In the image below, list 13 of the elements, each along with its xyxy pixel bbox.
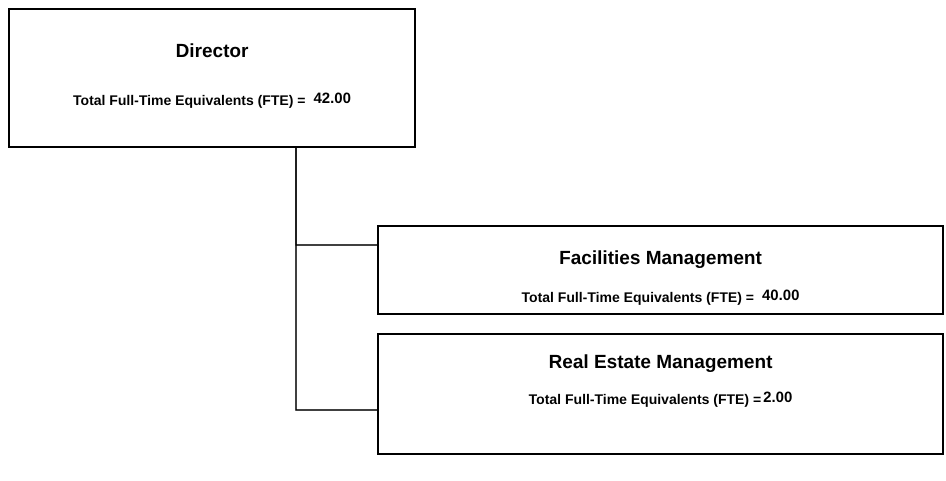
box-title: Real Estate Management <box>548 351 772 375</box>
org-box <box>8 8 416 148</box>
box-title: Facilities Management <box>559 247 762 271</box>
fte-label: Total Full-Time Equivalents (FTE) = <box>73 90 306 110</box>
fte-value: 42.00 <box>313 89 351 109</box>
connector-line <box>295 148 377 411</box>
fte-label: Total Full-Time Equivalents (FTE) = <box>528 390 762 409</box>
box-title: Director <box>176 40 248 64</box>
org-box <box>377 225 944 315</box>
fte-value: 40.00 <box>762 286 800 306</box>
fte-value: 2.00 <box>763 388 792 408</box>
fte-label: Total Full-Time Equivalents (FTE) = <box>522 288 754 307</box>
org-box <box>377 333 944 455</box>
